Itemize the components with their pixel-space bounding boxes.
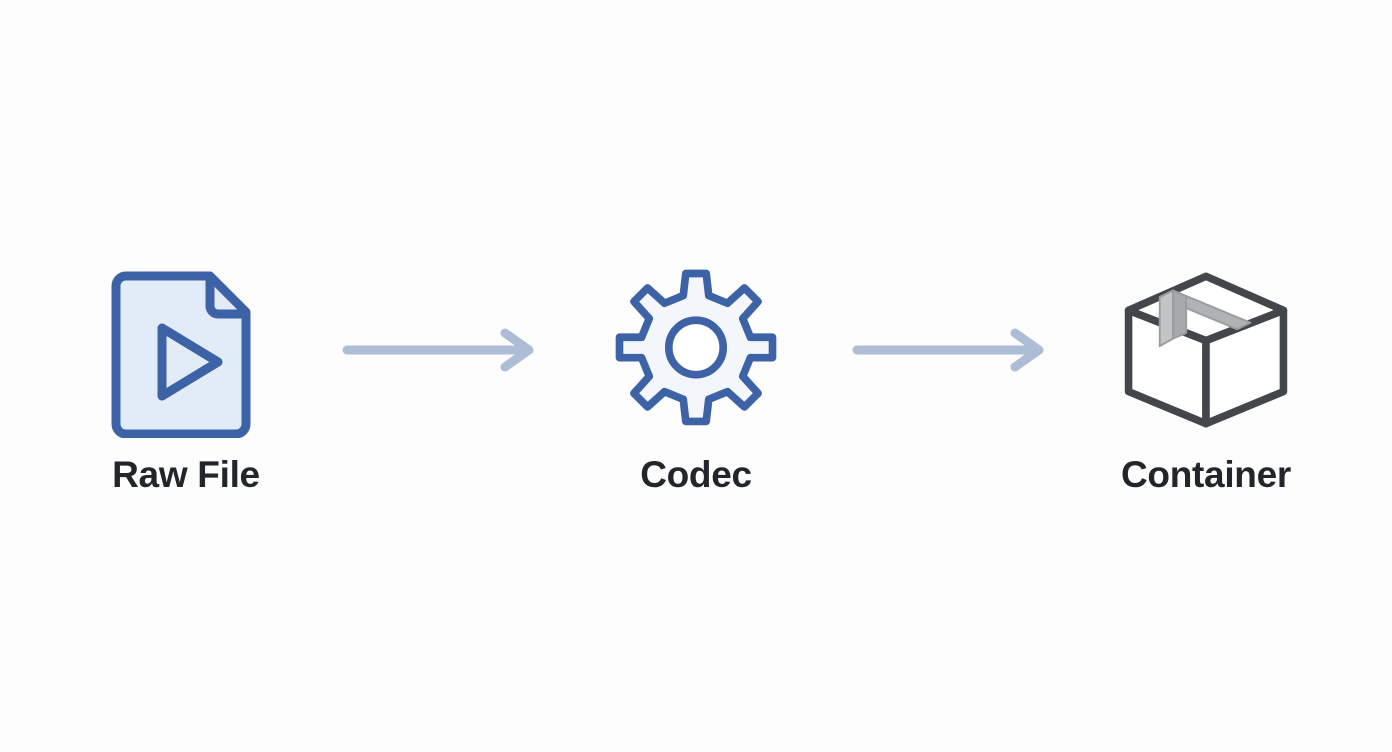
file-play-icon xyxy=(96,260,276,440)
pipeline-node-codec[interactable]: Codec xyxy=(546,260,846,493)
node-content: Container xyxy=(1116,260,1296,493)
box-icon xyxy=(1116,260,1296,440)
node-content: Codec xyxy=(606,260,786,493)
arrow-right-icon xyxy=(342,328,534,371)
node-label-container: Container xyxy=(1121,453,1291,495)
pipeline-node-raw-file[interactable]: Raw File xyxy=(36,260,336,493)
node-content: Raw File xyxy=(96,260,276,493)
gear-icon xyxy=(606,260,786,440)
pipeline-node-container[interactable]: Container xyxy=(1056,260,1356,493)
connector-codec-to-container xyxy=(846,260,1056,440)
node-label-codec: Codec xyxy=(640,453,752,495)
connector-raw-file-to-codec xyxy=(336,260,546,440)
arrow-right-icon xyxy=(852,328,1044,371)
node-label-raw-file: Raw File xyxy=(112,453,260,495)
